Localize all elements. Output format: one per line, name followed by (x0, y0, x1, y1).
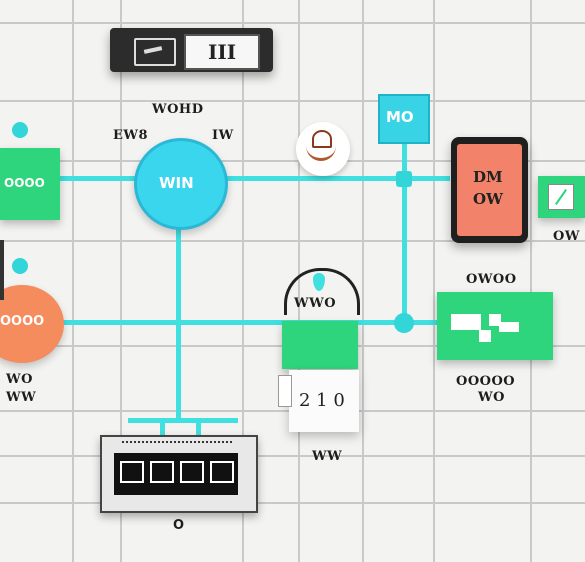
connector-wire (60, 320, 440, 325)
grid-line (72, 0, 74, 562)
grid-line (242, 0, 244, 562)
grid-line (0, 160, 585, 162)
connector-wire (196, 418, 201, 440)
green-center-box[interactable] (282, 321, 358, 369)
connector-wire (176, 220, 181, 420)
green-right-chip (489, 314, 501, 326)
orange-circle-node[interactable]: OOOO (0, 285, 64, 363)
grid-line (0, 240, 585, 242)
orange-circle-label: OOOO (0, 314, 45, 329)
monitor-display-text: III (208, 40, 237, 64)
junction-dot (12, 122, 28, 138)
green-right-box[interactable] (437, 292, 553, 360)
grid-line (433, 0, 435, 562)
label-orange-below-1: WO (6, 372, 33, 387)
label-below-right-1: OOOOO (456, 374, 516, 389)
phone-device-icon[interactable]: DM OW (451, 137, 528, 243)
circle-node-label: WIN (159, 174, 194, 192)
top-monitor-device: III (110, 28, 273, 72)
grid-line (362, 0, 364, 562)
sketch-bowl-icon (296, 122, 350, 176)
label-left: EW8 (113, 128, 149, 143)
green-left-box-label: OOOO (4, 176, 45, 190)
server-rack-icon[interactable] (100, 435, 258, 513)
junction-dot (12, 258, 28, 274)
connector-wire (160, 418, 165, 440)
connector-wire (128, 418, 238, 423)
green-slider-box[interactable] (538, 176, 585, 218)
circle-node[interactable]: WIN (134, 138, 228, 230)
grid-line (0, 455, 585, 457)
white-panel-tab (278, 375, 292, 407)
label-above-green-center: WWO (294, 296, 337, 311)
phone-screen: DM OW (457, 144, 522, 236)
edge-device (0, 240, 4, 300)
monitor-device-icon (134, 38, 176, 66)
grid-line (0, 22, 585, 24)
label-right-small: OW (553, 229, 580, 244)
connector-wire (402, 140, 407, 325)
label-orange-below-2: WW (6, 390, 37, 405)
green-left-box[interactable]: OOOO (0, 148, 60, 220)
cyan-node-box-label: MO (386, 108, 414, 126)
white-panel-box[interactable]: 2 1 0 (289, 370, 359, 432)
grid-line (120, 0, 122, 562)
label-bottom-device: O (173, 518, 185, 533)
white-panel-text: 2 1 0 (299, 390, 345, 411)
label-below-right-2: WO (478, 390, 505, 405)
grid-line (530, 0, 532, 562)
monitor-display: III (184, 34, 260, 70)
phone-screen-line-1: DM (473, 168, 503, 186)
junction-dot (396, 171, 412, 187)
server-rack-panel (114, 453, 238, 495)
junction-dot (394, 313, 414, 333)
grid-line (0, 100, 585, 102)
label-top-center: WOHD (152, 102, 204, 117)
cyan-node-box[interactable]: MO (378, 94, 430, 144)
slider-arrow-icon (548, 184, 574, 210)
green-right-chip (451, 314, 481, 330)
label-right: IW (212, 128, 234, 143)
label-above-green-right: OWOO (466, 272, 517, 287)
phone-screen-line-2: OW (473, 190, 503, 208)
green-right-chip (479, 330, 491, 342)
green-right-chip (499, 322, 519, 332)
label-below-white: WW (312, 449, 343, 464)
grid-line (0, 502, 585, 504)
